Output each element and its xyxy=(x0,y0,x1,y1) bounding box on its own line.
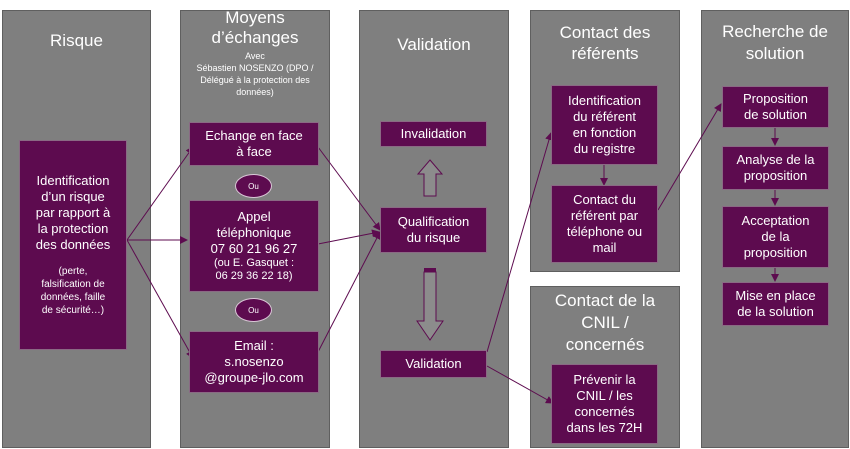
cnil-line-1: Prévenir la xyxy=(573,372,636,387)
identification-detail-3: données, faille xyxy=(40,292,106,303)
identification-line-5: des données xyxy=(35,237,111,252)
analyse-line-1: Analyse de la xyxy=(736,152,815,167)
contact-line-4: mail xyxy=(592,240,617,255)
box-contact-referent: Contact du référent par téléphone ou mai… xyxy=(551,185,658,263)
box-prevenir-cnil: Prévenir la CNIL / les concernés dans le… xyxy=(551,364,658,444)
appel-detail-1: (ou E. Gasquet : xyxy=(213,257,295,269)
identification-line-1: Identification xyxy=(36,173,110,188)
appel-detail-2: 06 29 36 22 18) xyxy=(215,270,293,282)
contact-line-2: référent par xyxy=(570,208,639,223)
proposition-line-1: Proposition xyxy=(742,91,809,106)
column-title-recherche-1: Recherche de xyxy=(722,22,828,41)
contact-line-3: téléphone ou xyxy=(566,224,643,239)
moyens-sub-3: Délégué à la protection des xyxy=(200,75,310,85)
column-title-cnil-3: concernés xyxy=(565,335,645,354)
box-qualification: Qualification du risque xyxy=(380,207,487,253)
moyens-sub-2: Sébastien NOSENZO (DPO / xyxy=(196,63,314,73)
column-title-referents-2: référents xyxy=(571,44,639,63)
face-line-2: à face xyxy=(236,144,272,159)
contact-line-1: Contact du xyxy=(573,192,636,207)
identification-line-2: d’un risque xyxy=(41,189,105,204)
oval-ou-2: Ou xyxy=(235,298,272,322)
column-title-recherche-2: solution xyxy=(745,44,805,63)
box-identification-risque: Identification d’un risque par rapport à… xyxy=(19,140,127,350)
validation-label: Validation xyxy=(405,356,462,371)
face-line-1: Echange en face xyxy=(205,128,303,143)
cnil-line-2: CNIL / les xyxy=(576,388,633,403)
box-identification-referent: Identification du référent en fonction d… xyxy=(551,85,658,165)
referent-id-line-2: du référent xyxy=(573,109,636,124)
box-face-a-face: Echange en face à face xyxy=(189,122,319,166)
referent-id-line-1: Identification xyxy=(568,93,641,108)
box-analyse: Analyse de la proposition xyxy=(722,146,829,190)
box-email: Email : s.nosenzo @groupe-jlo.com xyxy=(189,331,319,393)
email-line-3: @groupe-jlo.com xyxy=(204,370,304,385)
box-validation: Validation xyxy=(380,350,487,378)
identification-line-3: par rapport à xyxy=(35,205,111,220)
box-proposition: Proposition de solution xyxy=(722,86,829,128)
acceptation-line-2: de la xyxy=(761,229,790,244)
email-line-1: Email : xyxy=(234,338,274,353)
oval-ou-1: Ou xyxy=(235,174,272,198)
identification-detail-1: (perte, xyxy=(58,266,88,277)
identification-detail-4: de sécurité…) xyxy=(41,305,105,316)
column-title-cnil-2: CNIL / xyxy=(581,313,629,332)
invalidation-label: Invalidation xyxy=(400,126,467,141)
column-title-moyens-2: d’échanges xyxy=(211,28,299,47)
analyse-line-2: proposition xyxy=(743,168,808,183)
box-appel: Appel téléphonique 07 60 21 96 27 (ou E.… xyxy=(189,200,319,292)
column-title-referents-1: Contact des xyxy=(559,23,651,42)
box-invalidation: Invalidation xyxy=(380,121,487,147)
identification-line-4: la protection xyxy=(37,221,109,236)
cnil-line-3: concernés xyxy=(574,404,635,419)
qualification-line-2: du risque xyxy=(406,230,461,245)
column-title-cnil-1: Contact de la xyxy=(554,291,656,310)
moyens-sub-4: données) xyxy=(236,87,274,97)
email-line-2: s.nosenzo xyxy=(224,354,284,369)
column-title-validation: Validation xyxy=(397,35,471,54)
cnil-line-4: dans les 72H xyxy=(566,420,643,435)
column-title-risque: Risque xyxy=(50,31,103,50)
mise-line-2: de la solution xyxy=(737,304,814,319)
column-title-moyens-1: Moyens xyxy=(225,8,285,27)
referent-id-line-4: du registre xyxy=(573,141,636,156)
appel-line-2: téléphonique xyxy=(216,225,292,240)
referent-id-line-3: en fonction xyxy=(572,125,637,140)
mise-line-1: Mise en place xyxy=(735,288,816,303)
acceptation-line-3: proposition xyxy=(743,245,808,260)
box-mise-en-place: Mise en place de la solution xyxy=(722,282,829,326)
identification-detail-2: falsification de xyxy=(41,279,105,290)
acceptation-line-1: Acceptation xyxy=(741,213,810,228)
proposition-line-2: de solution xyxy=(744,107,807,122)
qualification-line-1: Qualification xyxy=(397,214,470,229)
box-acceptation: Acceptation de la proposition xyxy=(722,206,829,268)
moyens-sub-1: Avec xyxy=(245,51,265,61)
appel-line-3: 07 60 21 96 27 xyxy=(210,241,298,256)
appel-line-1: Appel xyxy=(237,209,271,224)
